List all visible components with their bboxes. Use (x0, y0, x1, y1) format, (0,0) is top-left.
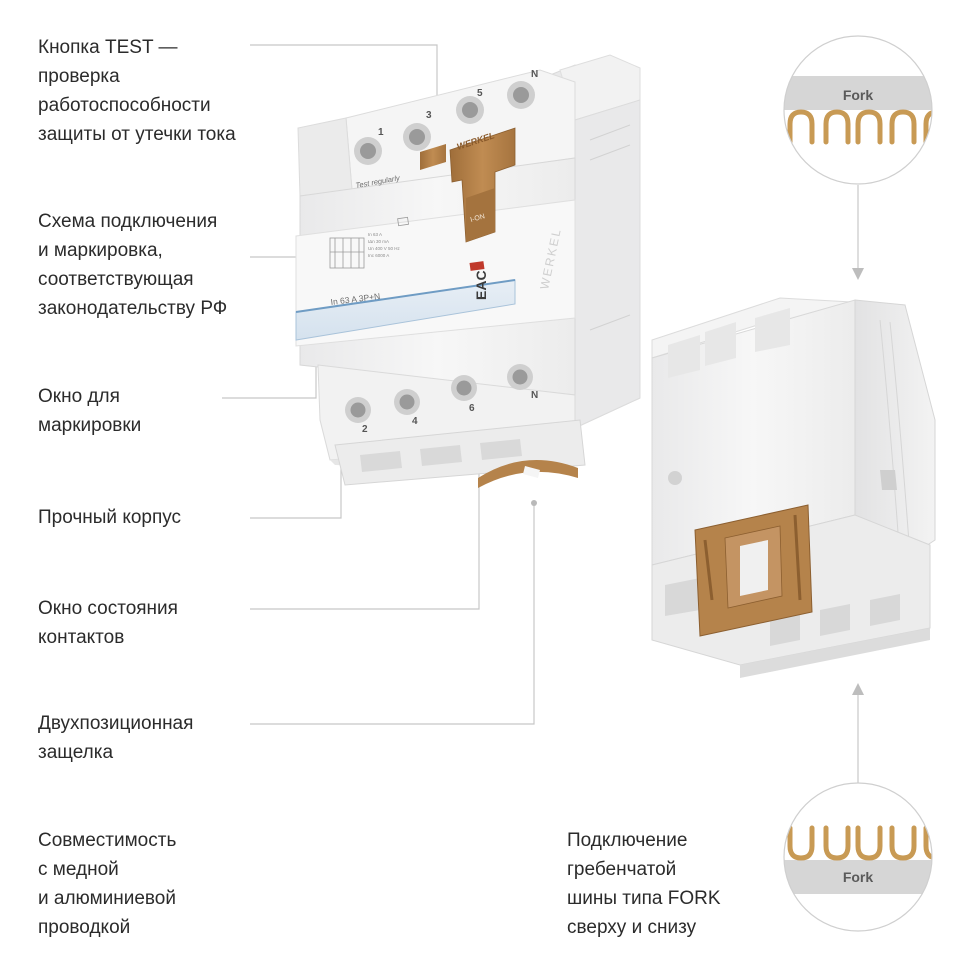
wiring-schematic (329, 237, 365, 269)
svg-text:IΔn 30 mA: IΔn 30 mA (368, 239, 389, 244)
terminal-label: 3 (426, 110, 432, 121)
din-rail-clip (694, 504, 813, 637)
fork-inset-bottom: Fork (783, 782, 933, 932)
svg-text:Un 400 V 50 Hz: Un 400 V 50 Hz (368, 246, 401, 251)
device-front: 1 3 5 N In 63 A IΔn 30 mA Un 400 V 50 Hz… (295, 54, 641, 488)
callout-contact-window: Окно состояния контактов (38, 598, 178, 648)
fork-label-top: Fork (843, 87, 874, 103)
arrow-down-icon (852, 268, 864, 280)
leader-latch (250, 503, 535, 725)
switching-handle: I-ON (449, 127, 516, 243)
callout-marking-window: Окно для маркировки (38, 386, 142, 436)
spec-text: In 63 A IΔn 30 mA Un 400 V 50 Hz Inc 600… (368, 232, 401, 258)
terminal-label: 6 (469, 403, 475, 414)
callout-test-button: Кнопка TEST — проверка работоспособности… (38, 37, 236, 145)
terminal-label: 5 (477, 88, 483, 99)
arrow-up-icon (852, 683, 864, 695)
handle-label: I-ON (470, 213, 486, 224)
callout-compatibility: Совместимость с медной и алюминиевой про… (38, 830, 177, 938)
test-button (420, 144, 446, 170)
svg-text:In 63 A: In 63 A (368, 232, 382, 237)
din-latch (478, 460, 578, 488)
eac-mark: EAC (473, 270, 489, 300)
terminal-label: 1 (378, 127, 384, 138)
top-terminal-labels: 1 3 5 N (378, 69, 538, 138)
callout-latch: Двухпозиционная защелка (38, 713, 194, 763)
terminal-label: N (531, 69, 538, 80)
fork-label-bottom: Fork (843, 869, 874, 885)
callout-wiring-scheme: Схема подключения и маркировка, соответс… (38, 211, 228, 319)
terminal-label: 2 (362, 424, 368, 435)
callout-housing: Прочный корпус (38, 507, 182, 528)
svg-text:Inc 6000 A: Inc 6000 A (368, 253, 389, 258)
contact-status-window (469, 261, 485, 271)
top-terminals (354, 81, 535, 165)
bottom-terminals (345, 364, 533, 423)
leader-arrows (852, 268, 864, 695)
leader-housing (250, 458, 342, 519)
fork-inset-top: Fork (783, 35, 933, 185)
callout-fork-busbar: Подключение гребенчатой шины типа FORK с… (567, 830, 721, 938)
terminal-label: N (531, 390, 538, 401)
bottom-terminal-labels: 2 4 6 N (362, 390, 538, 435)
device-back (651, 297, 936, 678)
terminal-label: 4 (412, 416, 418, 427)
